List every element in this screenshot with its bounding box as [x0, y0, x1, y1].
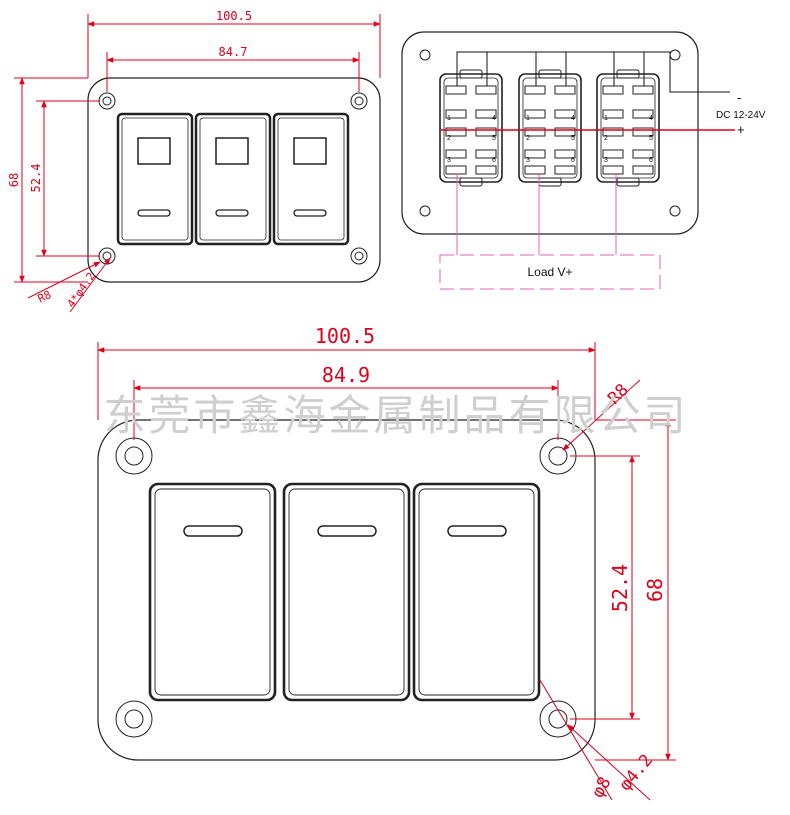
svg-text:3: 3 — [604, 157, 608, 164]
small-pitch-dim: 84.7 — [219, 45, 248, 59]
large-height-dim: 68 — [643, 578, 667, 602]
svg-text:1: 1 — [604, 115, 608, 122]
svg-text:6: 6 — [492, 157, 496, 164]
large-hole-outer-dim: φ8 — [588, 774, 616, 802]
small-holes-dim: 4*φ4.2 — [64, 270, 97, 310]
svg-text:4: 4 — [649, 115, 653, 122]
supply-label: DC 12-24V — [716, 110, 766, 121]
svg-text:6: 6 — [571, 157, 575, 164]
wiring-diagram: 1 4 2 5 3 6 1 4 2 5 3 6 1 4 2 5 3 6 — [401, 31, 766, 290]
svg-text:1: 1 — [526, 115, 530, 122]
large-hole-inner-dim: φ4.2 — [615, 751, 657, 795]
switch-block-2 — [518, 69, 582, 187]
large-pitch-dim: 84.9 — [322, 363, 370, 387]
load-box — [439, 254, 661, 290]
load-label: Load V+ — [527, 265, 572, 279]
small-plate-outline — [87, 77, 381, 283]
large-plate-outline — [97, 419, 596, 761]
svg-text:5: 5 — [492, 135, 496, 142]
minus-label: - — [737, 90, 741, 105]
wiring-mount-holes — [419, 49, 681, 217]
load-wires — [456, 174, 617, 255]
large-rocker-switches — [148, 482, 541, 702]
small-mount-holes — [98, 92, 368, 265]
svg-text:5: 5 — [571, 135, 575, 142]
small-hole-height-dim: 52.4 — [29, 164, 43, 193]
small-width-dim: 100.5 — [216, 9, 252, 23]
company-watermark: 东莞市鑫海金属制品有限公司 — [103, 391, 688, 440]
svg-text:1: 1 — [447, 115, 451, 122]
svg-text:4: 4 — [492, 115, 496, 122]
switch-block-1 — [439, 69, 503, 187]
svg-text:2: 2 — [526, 135, 530, 142]
negative-wires — [456, 51, 730, 93]
svg-text:3: 3 — [526, 157, 530, 164]
svg-text:4: 4 — [571, 115, 575, 122]
pin-numbers: 1 4 2 5 3 6 1 4 2 5 3 6 1 4 2 5 3 6 — [447, 115, 653, 164]
small-radius-dim: R8 — [36, 288, 54, 305]
svg-text:5: 5 — [649, 135, 653, 142]
svg-text:2: 2 — [604, 135, 608, 142]
large-width-dim: 100.5 — [315, 324, 375, 348]
small-height-dim: 68 — [7, 173, 21, 187]
small-panel-view: 100.5 84.7 68 52.4 R8 4*φ4.2 — [7, 9, 381, 313]
plus-label: + — [737, 122, 745, 137]
svg-text:6: 6 — [649, 157, 653, 164]
switch-block-3 — [596, 69, 660, 187]
small-rocker-switches — [116, 112, 350, 246]
svg-text:3: 3 — [447, 157, 451, 164]
large-hole-height-dim: 52.4 — [608, 564, 632, 612]
svg-text:2: 2 — [447, 135, 451, 142]
wiring-plate-outline — [401, 31, 699, 235]
